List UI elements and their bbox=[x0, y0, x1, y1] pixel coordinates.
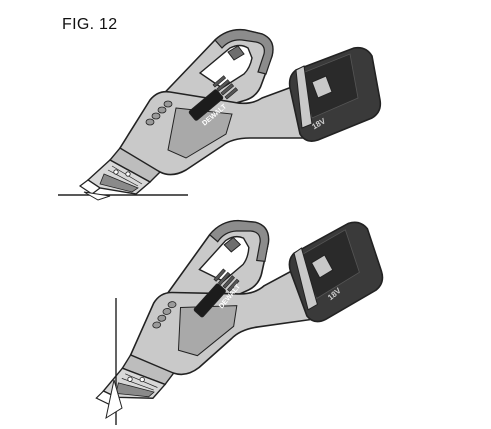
material-curl-vertical bbox=[105, 379, 123, 420]
figure-label: FIG. 12 bbox=[62, 16, 118, 33]
material-curl bbox=[83, 191, 111, 201]
shear-tool-top: DEWALT 18V bbox=[58, 28, 382, 201]
shear-tool-bottom: DEWALT 18V bbox=[73, 200, 396, 425]
